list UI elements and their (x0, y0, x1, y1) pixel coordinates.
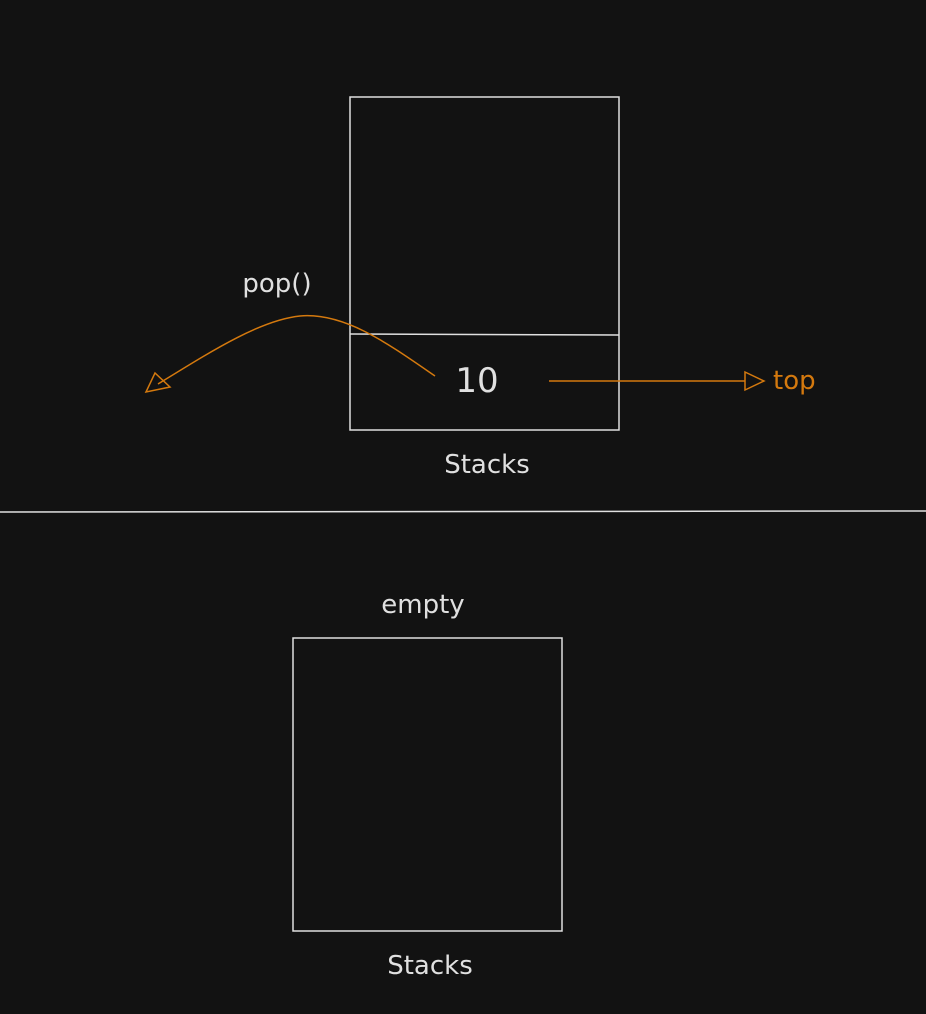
stack-container-before (349, 96, 620, 431)
after-pop-section: empty Stacks (292, 590, 563, 981)
before-pop-section: 10 pop() top Stacks (144, 96, 816, 480)
top-pointer-arrowhead (744, 370, 766, 392)
stack-container-after (292, 637, 563, 932)
pop-arrow-head (144, 371, 172, 394)
stack-caption-before: Stacks (444, 450, 530, 480)
top-pointer-label: top (773, 366, 816, 396)
pop-operation-label: pop() (242, 269, 311, 299)
pop-arrow-curve (157, 314, 436, 385)
stack-cell-divider (349, 333, 620, 336)
empty-status-label: empty (381, 590, 464, 620)
stack-element-value: 10 (455, 361, 498, 401)
section-separator (0, 510, 926, 513)
stack-caption-after: Stacks (387, 951, 473, 981)
